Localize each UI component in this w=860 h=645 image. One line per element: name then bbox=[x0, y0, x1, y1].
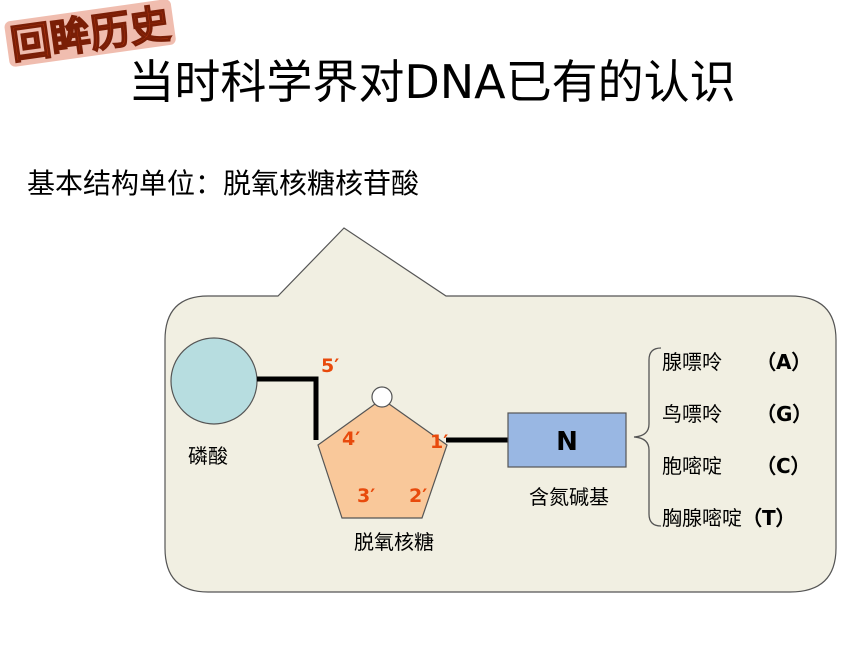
carbon-4-label: 4′ bbox=[342, 428, 360, 450]
phosphate-sugar-bond bbox=[257, 376, 319, 440]
carbon-3-label: 3′ bbox=[357, 485, 375, 507]
phosphate-label: 磷酸 bbox=[188, 444, 228, 468]
base-type-code: （A） bbox=[756, 350, 811, 374]
deoxyribose-pentagon bbox=[317, 398, 448, 519]
base-type-code: （C） bbox=[756, 454, 811, 478]
base-type-name: 胞嘧啶 bbox=[662, 454, 722, 478]
phosphate-circle bbox=[170, 337, 258, 425]
base-type-code: （T） bbox=[742, 506, 796, 530]
base-label: 含氮碱基 bbox=[529, 485, 609, 509]
base-type-name: 腺嘌呤 bbox=[662, 350, 722, 374]
callout-box bbox=[164, 227, 837, 593]
badge-shadow bbox=[4, 0, 176, 67]
base-types-brace bbox=[633, 347, 662, 527]
base-type-name: 鸟嘌呤 bbox=[662, 402, 722, 426]
sugar-label: 脱氧核糖 bbox=[354, 530, 434, 554]
carbon-5-label: 5′ bbox=[321, 355, 339, 377]
subtitle: 基本结构单位：脱氧核糖核苷酸 bbox=[27, 167, 419, 200]
base-types-list: 腺嘌呤 （A） 鸟嘌呤 （G） 胞嘧啶 （C） 胸腺嘧啶 （T） bbox=[662, 350, 812, 530]
page-title: 当时科学界对DNA已有的认识 bbox=[128, 55, 735, 109]
base-type-code: （G） bbox=[756, 402, 812, 426]
oxygen-atom bbox=[371, 386, 393, 408]
base-symbol: N bbox=[556, 427, 578, 457]
base-type-name: 胸腺嘧啶 bbox=[662, 506, 742, 530]
base-rectangle bbox=[507, 412, 627, 468]
carbon-2-label: 2′ bbox=[409, 485, 427, 507]
carbon-1-label: 1′ bbox=[430, 431, 448, 453]
